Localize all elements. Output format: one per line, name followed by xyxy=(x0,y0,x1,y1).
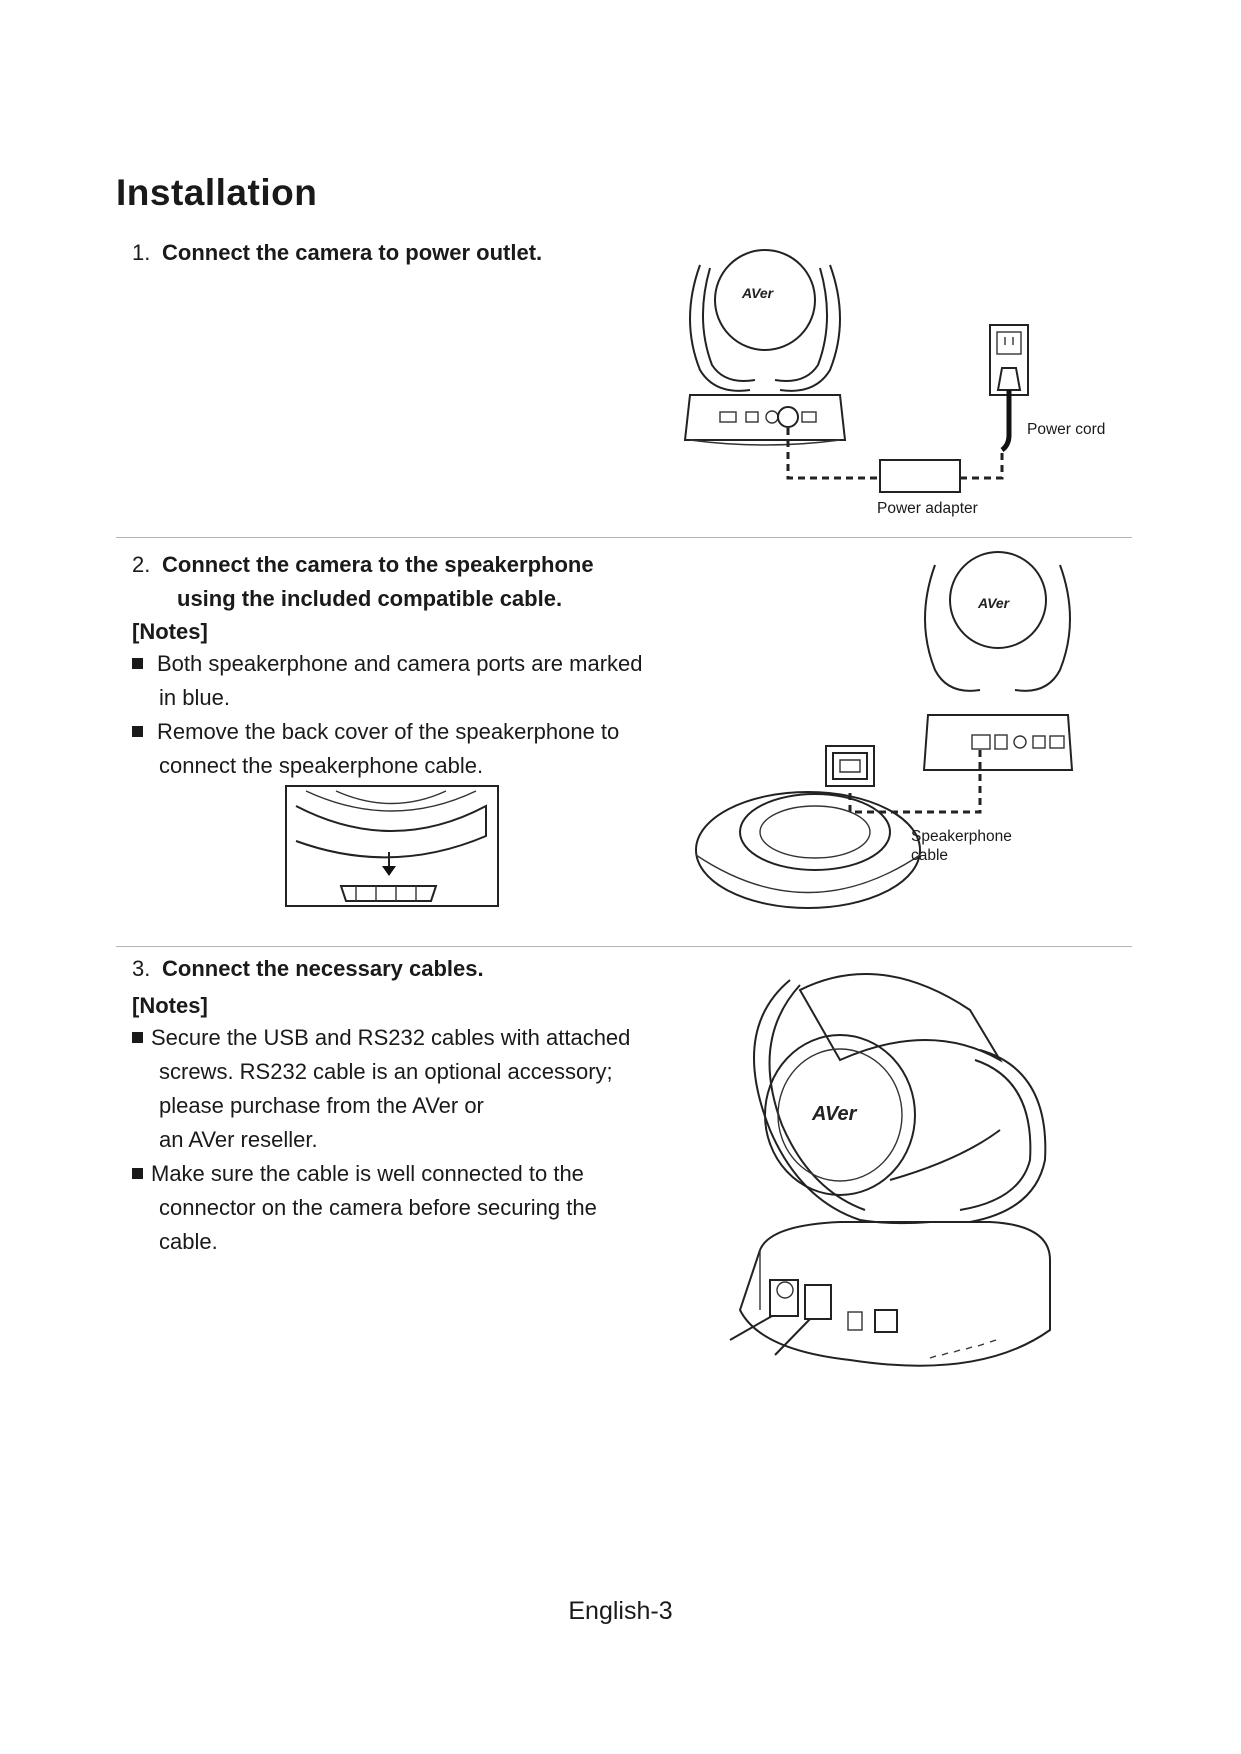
step-3-heading: 3. Connect the necessary cables. xyxy=(132,956,484,982)
list-item: Secure the USB and RS232 cables with att… xyxy=(132,1021,692,1055)
bullet-icon xyxy=(132,726,143,737)
list-item-continuation: screws. RS232 cable is an optional acces… xyxy=(159,1059,613,1084)
camera-cables-illustration: AVer xyxy=(729,973,1051,1367)
step-2-text-line1: Connect the camera to the speakerphone xyxy=(162,552,594,577)
ethernet-port-icon xyxy=(825,745,875,787)
speakerphone-cable-label: Speakerphone cable xyxy=(911,828,1012,864)
list-item: Make sure the cable is well connected to… xyxy=(132,1157,692,1191)
bullet-icon xyxy=(132,1032,143,1043)
brand-logo: AVer xyxy=(977,595,1011,611)
power-adapter-icon xyxy=(879,459,961,493)
page-number: English-3 xyxy=(568,1597,673,1625)
list-item-continuation: please purchase from the AVer or xyxy=(159,1093,484,1118)
step-2-number: 2. xyxy=(132,552,151,577)
step-1-number: 1. xyxy=(132,240,151,265)
section-divider xyxy=(116,537,1132,538)
power-cord-label: Power cord xyxy=(1027,421,1106,438)
page-title: Installation xyxy=(116,172,318,213)
step-2-text-line2: using the included compatible cable. xyxy=(177,586,563,611)
down-arrow-icon xyxy=(382,852,396,876)
brand-logo: AVer xyxy=(741,285,775,301)
step-3-number: 3. xyxy=(132,956,151,981)
list-item-continuation: an AVer reseller. xyxy=(159,1127,318,1152)
section-divider xyxy=(116,946,1132,947)
step-3-text: Connect the necessary cables. xyxy=(162,956,484,981)
speakerphone-illustration: AVer xyxy=(695,551,1074,909)
list-item-continuation: connect the speakerphone cable. xyxy=(159,753,484,778)
step-3-notes-label: [Notes] xyxy=(132,993,208,1018)
list-item: Both speakerphone and camera ports are m… xyxy=(132,647,692,681)
step-2-heading: 2. Connect the camera to the speakerphone… xyxy=(132,548,594,616)
step-2-notes-label: [Notes] xyxy=(132,619,208,644)
brand-logo: AVer xyxy=(811,1103,858,1125)
bullet-icon xyxy=(132,1168,143,1179)
step-1-heading: 1. Connect the camera to power outlet. xyxy=(132,240,542,266)
camera-illustration: AVer xyxy=(683,249,1029,493)
list-item-continuation: in blue. xyxy=(159,685,230,710)
list-item-continuation: cable. xyxy=(159,1229,218,1254)
step-3-notes-list: Secure the USB and RS232 cables with att… xyxy=(132,1021,692,1259)
list-item: Remove the back cover of the speakerphon… xyxy=(132,715,692,749)
step-1-text: Connect the camera to power outlet. xyxy=(162,240,543,265)
power-adapter-label: Power adapter xyxy=(877,500,978,517)
back-cover-illustration xyxy=(285,785,499,907)
bullet-icon xyxy=(132,658,143,669)
list-item-continuation: connector on the camera before securing … xyxy=(159,1195,597,1220)
step-2-notes-list: Both speakerphone and camera ports are m… xyxy=(132,647,692,783)
